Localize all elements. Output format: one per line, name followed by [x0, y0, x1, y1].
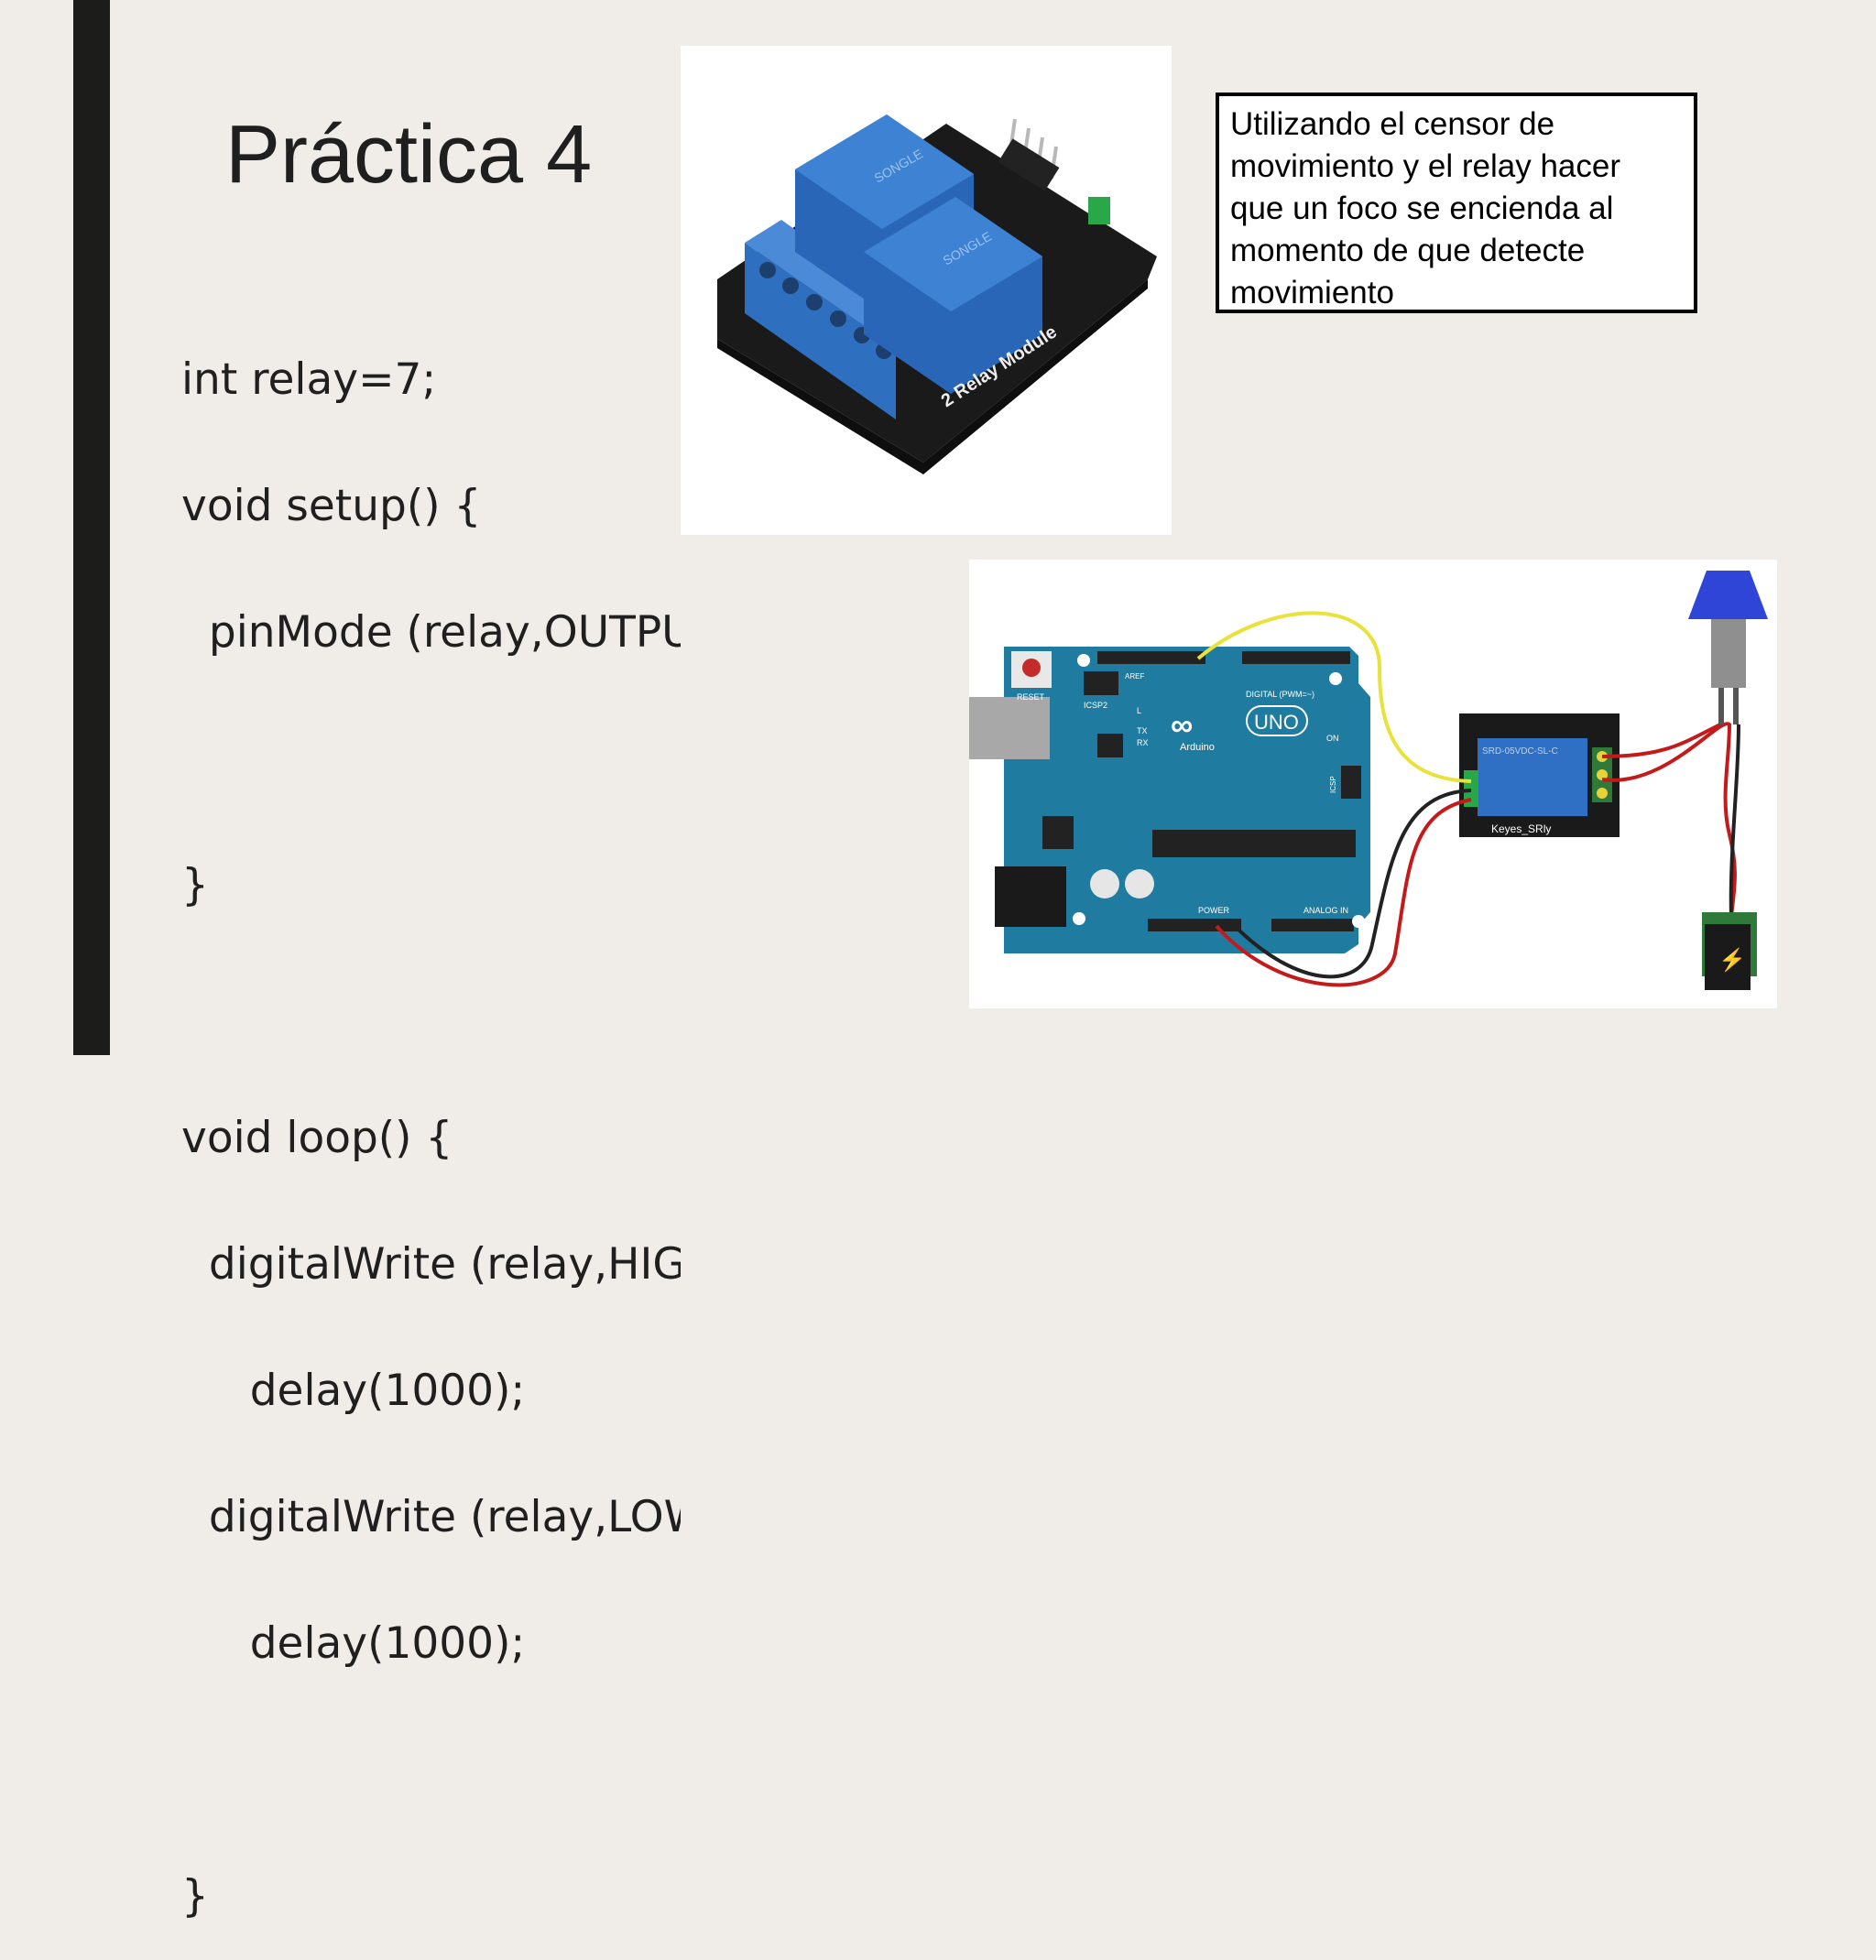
code-line [181, 1749, 681, 1791]
code-line: void setup() { [181, 481, 482, 531]
code-line: } [181, 860, 209, 910]
power-jack [995, 866, 1066, 927]
board-name: UNO [1254, 711, 1299, 734]
svg-text:RX: RX [1137, 738, 1149, 747]
relay-module-photo: SONGLE SONGLE 2 Relay Module [681, 46, 1172, 535]
analog-header [1271, 919, 1354, 931]
relay-module-label: Keyes_SRly [1491, 822, 1551, 835]
svg-text:POWER: POWER [1198, 906, 1230, 915]
left-accent-bar [73, 0, 110, 1055]
instruction-callout: Utilizando el censor de movimiento y el … [1216, 93, 1697, 313]
code-line: int relay=7; [181, 354, 437, 405]
jumper [1088, 197, 1110, 224]
code-line: delay(1000); [181, 1618, 526, 1669]
svg-text:ANALOG IN: ANALOG IN [1303, 906, 1348, 915]
code-line: } [181, 1871, 209, 1922]
code-line [181, 738, 681, 780]
code-line: digitalWrite (relay,HIGH); [208, 1239, 681, 1290]
svg-text:SRD-05VDC-SL-C: SRD-05VDC-SL-C [1482, 746, 1558, 757]
code-block: int relay=7; void setup() { pinMode (rel… [181, 275, 681, 1960]
wiring-diagram: RESET ICSP2 DIGITAL (PWM=~) AREF ∞ UNO A… [969, 560, 1777, 1008]
power-header [1148, 919, 1241, 931]
arduino-logo: ∞ [1171, 708, 1193, 743]
lamp-wire-black [1729, 724, 1740, 918]
relay-module-illustration: SONGLE SONGLE 2 Relay Module [717, 114, 1157, 474]
svg-text:ICSP: ICSP [1329, 776, 1337, 793]
ground-wire [1233, 789, 1472, 979]
lamp-wire-red [1601, 723, 1721, 758]
svg-text:L: L [1137, 706, 1141, 715]
code-line: pinMode (relay,OUTPUT); [208, 607, 681, 658]
power-wire [1215, 798, 1472, 987]
svg-text:TX: TX [1137, 726, 1148, 735]
svg-text:AREF: AREF [1125, 672, 1144, 681]
lamp-shade [1688, 571, 1768, 619]
lamp-socket [1711, 619, 1746, 688]
board-brand: Arduino [1180, 742, 1215, 753]
code-line: void loop() { [181, 1113, 453, 1163]
relay-body [1478, 738, 1587, 816]
svg-text:RESET: RESET [1017, 692, 1045, 702]
code-line: digitalWrite (relay,LOW); [208, 1492, 681, 1542]
signal-wire [1196, 611, 1472, 783]
svg-text:ICSP2: ICSP2 [1084, 701, 1107, 710]
digital-header [1097, 651, 1205, 664]
svg-text:DIGITAL (PWM=~): DIGITAL (PWM=~) [1246, 690, 1314, 699]
svg-text:ON: ON [1326, 734, 1339, 743]
microcontroller-chip [1152, 830, 1356, 857]
wiring-diagram-illustration: RESET ICSP2 DIGITAL (PWM=~) AREF ∞ UNO A… [969, 571, 1768, 990]
code-line: delay(1000); [181, 1366, 526, 1416]
usb-connector [969, 697, 1050, 759]
code-line [181, 991, 681, 1033]
slide-title: Práctica 4 [225, 109, 593, 201]
lightning-icon: ⚡ [1718, 947, 1746, 973]
